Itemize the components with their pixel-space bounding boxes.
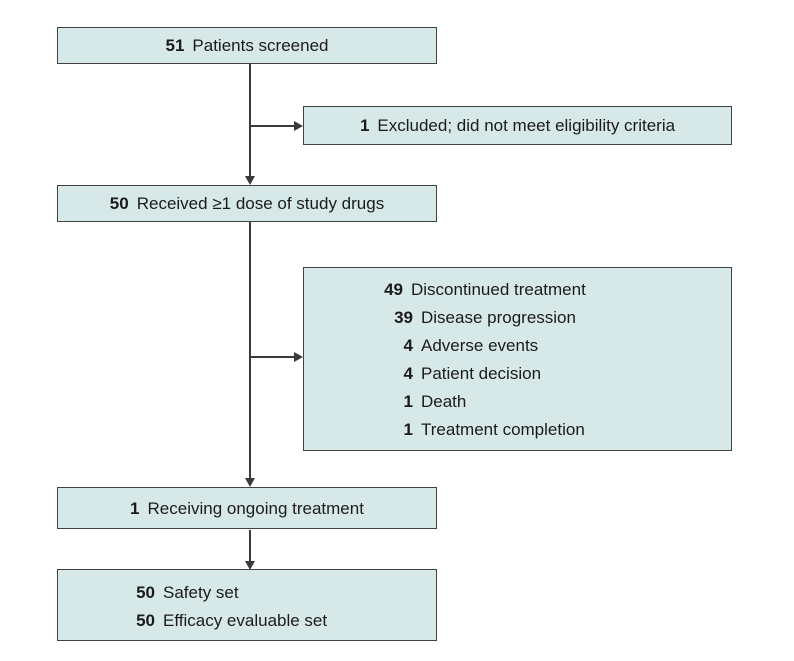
connector-received-ongoing bbox=[249, 222, 251, 478]
connector-branch-discontinued bbox=[250, 356, 295, 358]
arrowhead-into-discontinued bbox=[294, 352, 303, 362]
reason-label: Treatment completion bbox=[421, 419, 585, 439]
reason-count: 1 bbox=[403, 419, 413, 439]
reason-label: Disease progression bbox=[421, 307, 576, 327]
safety-set-count: 50 bbox=[136, 582, 155, 602]
arrowhead-into-ongoing bbox=[245, 478, 255, 487]
box-received-dose: 50 Received ≥1 dose of study drugs bbox=[57, 185, 437, 222]
screened-count: 51 bbox=[165, 36, 185, 55]
discontinued-label: Discontinued treatment bbox=[411, 279, 586, 299]
excluded-count: 1 bbox=[359, 116, 370, 135]
connector-branch-excluded bbox=[250, 125, 295, 127]
discontinued-line: 49 Discontinued treatment bbox=[304, 275, 731, 303]
arrowhead-into-analysis bbox=[245, 561, 255, 570]
reason-label: Death bbox=[421, 391, 467, 411]
discontinued-count: 49 bbox=[384, 279, 403, 299]
received-label: Received ≥1 dose of study drugs bbox=[136, 194, 385, 213]
reason-count: 39 bbox=[394, 307, 413, 327]
analysis-line: 50 Efficacy evaluable set bbox=[58, 606, 436, 634]
reason-label: Patient decision bbox=[421, 363, 542, 383]
efficacy-set-count: 50 bbox=[136, 610, 155, 630]
discontinued-reason: 1 Death bbox=[304, 387, 731, 415]
reason-label: Adverse events bbox=[421, 335, 539, 355]
discontinued-reason: 39 Disease progression bbox=[304, 303, 731, 331]
box-ongoing-treatment: 1 Receiving ongoing treatment bbox=[57, 487, 437, 529]
discontinued-reason: 4 Adverse events bbox=[304, 331, 731, 359]
box-excluded: 1 Excluded; did not meet eligibility cri… bbox=[303, 106, 732, 145]
discontinued-reason: 1 Treatment completion bbox=[304, 415, 731, 443]
discontinued-reason: 4 Patient decision bbox=[304, 359, 731, 387]
reason-count: 1 bbox=[403, 391, 413, 411]
connector-ongoing-analysis bbox=[249, 530, 251, 561]
analysis-line: 50 Safety set bbox=[58, 578, 436, 606]
ongoing-count: 1 bbox=[130, 498, 140, 518]
reason-count: 4 bbox=[403, 363, 413, 383]
arrowhead-into-excluded bbox=[294, 121, 303, 131]
box-analysis-sets: 50 Safety set 50 Efficacy evaluable set bbox=[57, 569, 437, 641]
connector-screened-received bbox=[249, 64, 251, 176]
box-patients-screened: 51 Patients screened bbox=[57, 27, 437, 64]
reason-count: 4 bbox=[403, 335, 413, 355]
box-discontinued-treatment: 49 Discontinued treatment 39 Disease pro… bbox=[303, 267, 732, 451]
arrowhead-into-received bbox=[245, 176, 255, 185]
received-count: 50 bbox=[109, 194, 129, 213]
screened-label: Patients screened bbox=[192, 36, 329, 55]
safety-set-label: Safety set bbox=[163, 582, 239, 602]
ongoing-label: Receiving ongoing treatment bbox=[147, 498, 364, 518]
efficacy-set-label: Efficacy evaluable set bbox=[163, 610, 328, 630]
excluded-label: Excluded; did not meet eligibility crite… bbox=[377, 116, 676, 135]
